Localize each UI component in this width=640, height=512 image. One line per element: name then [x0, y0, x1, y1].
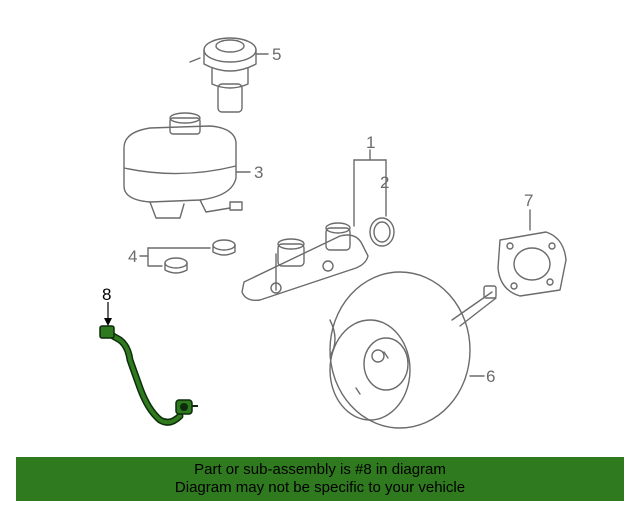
callout-2: 2 — [380, 173, 389, 192]
callout-1: 1 — [366, 133, 375, 152]
callout-4: 4 — [128, 247, 137, 266]
brake-hose-part — [99, 325, 198, 426]
callout-3: 3 — [254, 163, 263, 182]
grommets-part — [139, 239, 236, 274]
info-banner: Part or sub-assembly is #8 in diagram Di… — [16, 457, 624, 501]
brake-booster-part — [329, 271, 497, 429]
banner-line-disclaimer: Diagram may not be specific to your vehi… — [174, 479, 466, 496]
gasket-part — [497, 209, 567, 297]
reservoir-cap-part — [189, 37, 269, 113]
o-ring-part — [369, 159, 395, 247]
callout-8: 8 — [102, 285, 111, 304]
master-cylinder-part — [241, 149, 387, 302]
callout-7: 7 — [524, 191, 533, 210]
callout-8-arrow — [104, 302, 112, 326]
fluid-reservoir-part — [123, 112, 251, 219]
banner-line-part-number: Part or sub-assembly is #8 in diagram — [194, 461, 446, 478]
callout-6: 6 — [486, 367, 495, 386]
callout-5: 5 — [272, 45, 281, 64]
parts-diagram: 1 2 3 4 5 6 7 8 — [99, 37, 567, 429]
